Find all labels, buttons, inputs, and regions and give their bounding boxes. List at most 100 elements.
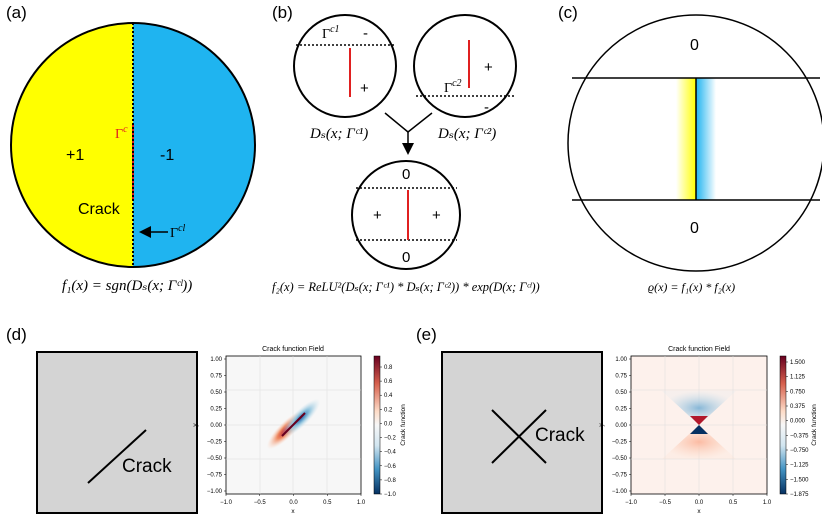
tick-label: −0.4 bbox=[384, 450, 397, 456]
gamma-cl-label: Γcl bbox=[170, 223, 186, 241]
plot-d-yticks: 1.00 0.75 0.50 0.25 0.00 −0.25 −0.50 −0.75 −1.00 bbox=[207, 357, 226, 495]
tick-label: 1.0 bbox=[763, 500, 772, 506]
tick-label: −0.50 bbox=[612, 456, 628, 462]
plot-d-ylabel: y bbox=[192, 423, 199, 427]
panel-e-sketch-crack-2 bbox=[491, 409, 547, 464]
plot-e-colorbar-ticks: 1.5001.1250.7500.3750.000−0.375−0.750−1.… bbox=[786, 360, 809, 498]
subdomain-c1-circle bbox=[293, 14, 397, 118]
tick-label: 0.75 bbox=[615, 374, 627, 380]
tick-label: 1.0 bbox=[357, 500, 366, 506]
c2-plus-label: + bbox=[484, 59, 493, 76]
tick-label: −1.875 bbox=[790, 492, 809, 498]
plot-e-colorbar bbox=[779, 355, 787, 495]
tick-label: −1.00 bbox=[612, 489, 628, 495]
tick-label: −0.375 bbox=[790, 433, 809, 439]
panel-e-sketch-label: Crack bbox=[535, 425, 585, 446]
tick-label: −0.2 bbox=[384, 436, 397, 442]
formula-a: f₁(x) = sgn(Dₛ(x; Γᶜˡ)) bbox=[62, 278, 192, 294]
tick-label: 1.500 bbox=[790, 360, 806, 366]
plot-d-colorbar-label: Crack function bbox=[400, 404, 407, 446]
plot-d-colorbar-ticks: 0.80.60.40.20.0−0.2−0.4−0.6−0.8−1.0 bbox=[380, 365, 397, 498]
field-e-blue-upper-fan bbox=[662, 391, 736, 425]
field-d-core bbox=[281, 412, 306, 437]
tick-label: −0.50 bbox=[207, 456, 223, 462]
tick-label: 0.6 bbox=[384, 379, 393, 385]
plot-e-title: Crack function Field bbox=[668, 346, 730, 353]
plot-d-xticks: −1.0 −0.5 0.0 0.5 1.0 bbox=[220, 494, 366, 506]
panel-label-b: (b) bbox=[272, 3, 293, 22]
tick-label: 1.00 bbox=[210, 357, 222, 363]
tick-label: 0.25 bbox=[210, 407, 222, 413]
tick-label: −0.25 bbox=[207, 440, 223, 446]
tick-label: 0.50 bbox=[615, 390, 627, 396]
panel-label-d: (d) bbox=[6, 325, 27, 344]
plot-e-yticks: 1.00 0.75 0.50 0.25 0.00 −0.25 −0.50 −0.75 −1.00 bbox=[612, 357, 631, 495]
tick-label: 0.8 bbox=[384, 365, 393, 371]
field-e-red-lower-fan bbox=[662, 425, 736, 459]
tick-label: −0.6 bbox=[384, 464, 397, 470]
c1-gamma-label: Γc1 bbox=[322, 24, 340, 42]
c1-minus-label: - bbox=[363, 25, 368, 42]
tick-label: −1.125 bbox=[790, 463, 809, 469]
tick-label: −1.0 bbox=[384, 492, 397, 498]
tick-label: 1.00 bbox=[615, 357, 627, 363]
tick-label: 1.125 bbox=[790, 375, 806, 381]
tick-label: 0.50 bbox=[210, 390, 222, 396]
left-half-region bbox=[11, 23, 133, 267]
distance-label-c2: Dₛ(x; Γᶜ²) bbox=[437, 126, 496, 142]
tick-label: 0.5 bbox=[323, 500, 332, 506]
panel-c-bottom-zero: 0 bbox=[690, 220, 699, 237]
tick-label: 0.25 bbox=[615, 407, 627, 413]
tick-label: −1.0 bbox=[625, 500, 638, 506]
plot-e-ylabel: y bbox=[598, 423, 605, 427]
tick-label: −0.25 bbox=[612, 440, 628, 446]
tick-label: −1.0 bbox=[220, 500, 233, 506]
panel-label-a: (a) bbox=[6, 3, 27, 22]
field-e-blue-core bbox=[690, 425, 708, 434]
subdomain-c2-circle bbox=[413, 14, 517, 118]
combined-top-zero: 0 bbox=[402, 166, 410, 183]
tick-label: −0.5 bbox=[254, 500, 267, 506]
tick-label: −0.8 bbox=[384, 478, 397, 484]
tick-label: −0.75 bbox=[612, 473, 628, 479]
tick-label: 0.5 bbox=[729, 500, 738, 506]
plot-e-colorbar-label: Crack function bbox=[811, 404, 818, 446]
tick-label: 0.00 bbox=[210, 423, 222, 429]
formula-c: ϱ(x) = f₁(x) * f₂(x) bbox=[648, 280, 735, 294]
plot-e-xlabel: x bbox=[697, 508, 701, 515]
right-value-label: -1 bbox=[160, 147, 174, 164]
panel-label-c: (c) bbox=[558, 3, 578, 22]
tick-label: −0.750 bbox=[790, 448, 809, 454]
panel-c-top-zero: 0 bbox=[690, 37, 699, 54]
panel-c-circle-outline bbox=[567, 14, 822, 272]
panel-d-sketch-crack bbox=[87, 429, 147, 484]
gamma-c-label: Γc bbox=[115, 124, 128, 142]
plot-d-xlabel: x bbox=[291, 508, 295, 515]
tick-label: −0.75 bbox=[207, 473, 223, 479]
formula-b: f₂(x) = ReLU²(Dₛ(x; Γᶜ¹) * Dₛ(x; Γᶜ²)) *… bbox=[272, 280, 540, 294]
tick-label: 0.0 bbox=[289, 500, 298, 506]
panel-label-e: (e) bbox=[416, 325, 437, 344]
combined-left-plus: + bbox=[373, 207, 382, 224]
plot-d-field bbox=[266, 398, 321, 450]
plot-d-title: Crack function Field bbox=[262, 346, 324, 353]
tick-label: −0.5 bbox=[659, 500, 672, 506]
tick-label: −1.00 bbox=[207, 489, 223, 495]
c2-minus-label: - bbox=[484, 99, 489, 116]
combined-bottom-zero: 0 bbox=[402, 249, 410, 266]
plot-d-colorbar bbox=[373, 355, 381, 495]
field-e-red-core bbox=[690, 416, 708, 425]
merge-connector bbox=[384, 112, 433, 133]
tick-label: 0.750 bbox=[790, 389, 806, 395]
panel-d-sketch-box bbox=[36, 351, 198, 514]
tick-label: 0.000 bbox=[790, 419, 806, 425]
tick-label: −1.500 bbox=[790, 477, 809, 483]
tick-label: 0.00 bbox=[615, 423, 627, 429]
plot-e-field bbox=[662, 391, 736, 459]
c2-gamma-label: Γc2 bbox=[444, 78, 462, 96]
crack-word: Crack bbox=[78, 201, 121, 218]
c1-plus-label: + bbox=[360, 80, 369, 97]
tick-label: 0.75 bbox=[210, 374, 222, 380]
